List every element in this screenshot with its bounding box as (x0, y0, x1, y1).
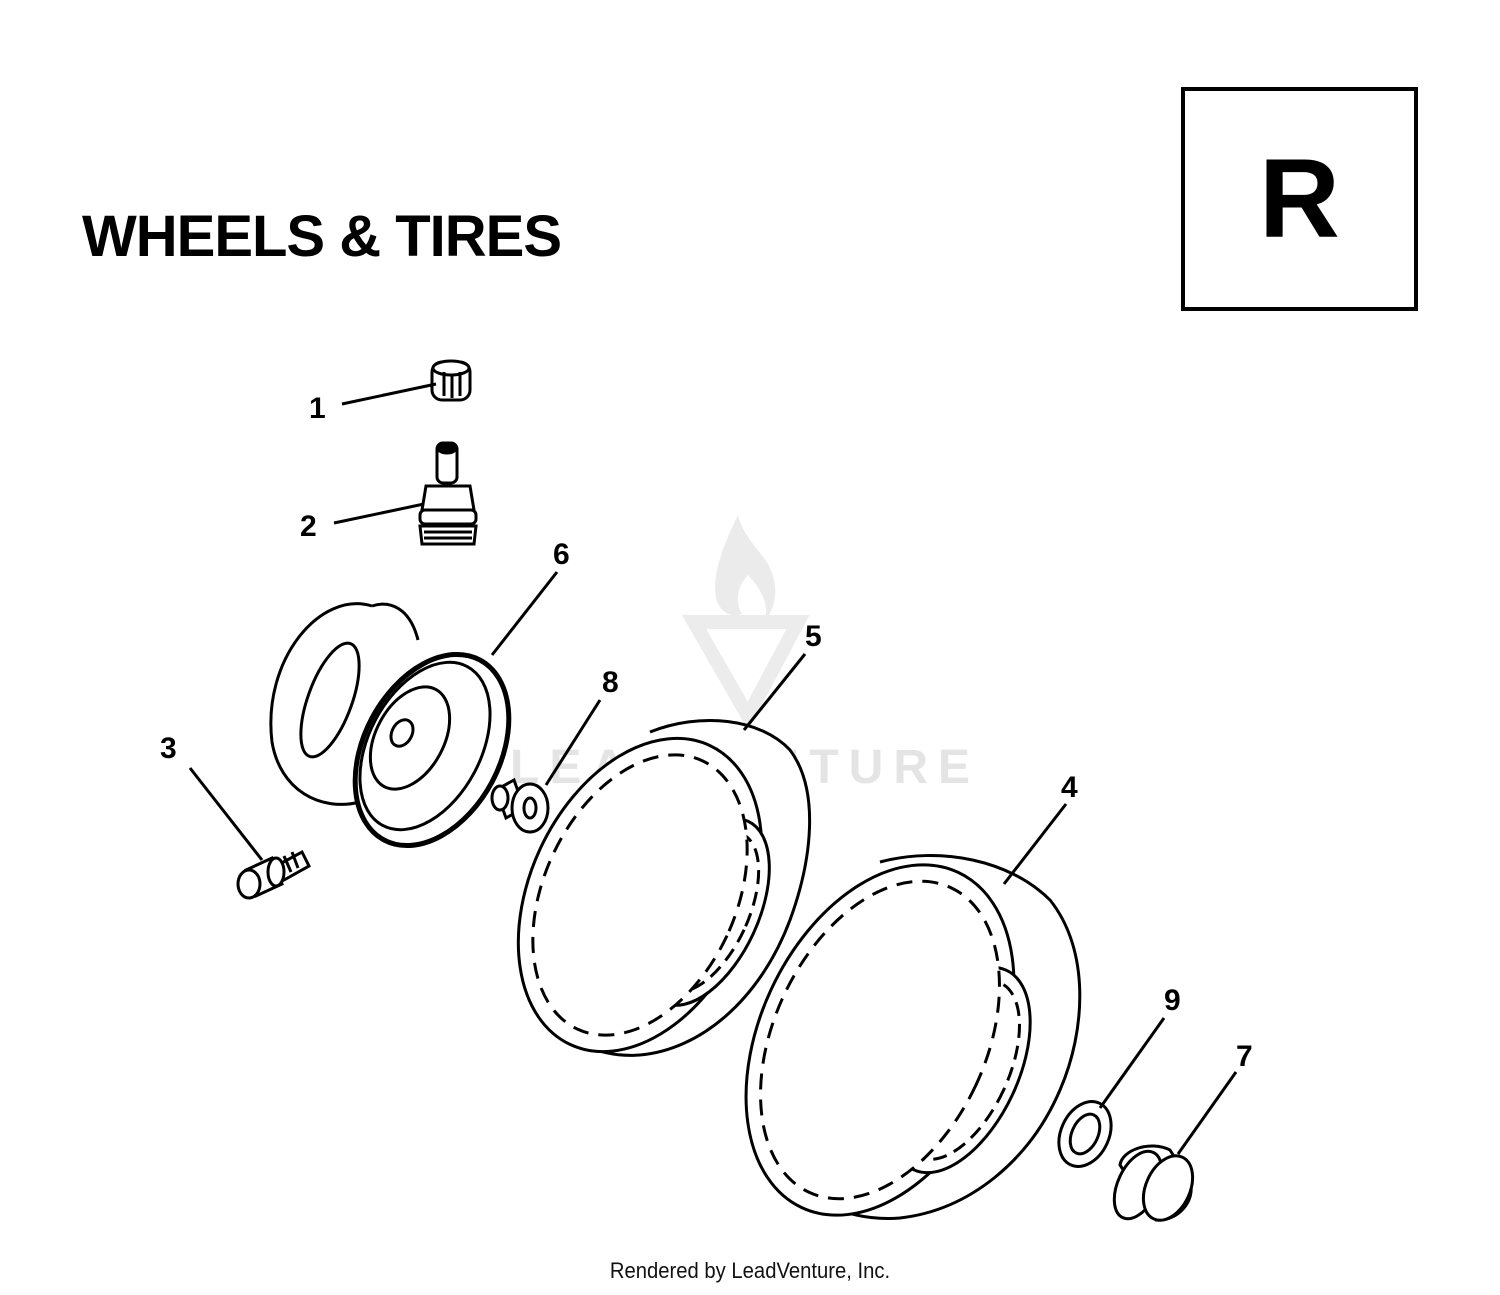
part-valve-cap (430, 359, 472, 402)
callout-4: 4 (1061, 771, 1078, 804)
callout-2: 2 (300, 510, 317, 543)
callout-5: 5 (805, 620, 822, 653)
part-bolt (236, 849, 311, 900)
callout-7: 7 (1236, 1040, 1253, 1073)
part-bushing (490, 777, 550, 834)
part-valve-stem (418, 441, 478, 546)
callout-9: 9 (1164, 984, 1181, 1017)
callout-1: 1 (309, 392, 326, 425)
callout-6: 6 (553, 538, 570, 571)
watermark-flame-icon (715, 515, 776, 622)
part-tire-front (516, 718, 812, 1057)
section-box: R (1181, 87, 1418, 311)
part-spacer (1112, 1144, 1195, 1222)
section-letter: R (1259, 136, 1340, 261)
watermark-v-icon (681, 615, 810, 731)
diagram-title: WHEELS & TIRES (82, 204, 562, 269)
part-wheel-rim (269, 602, 512, 849)
callout-8: 8 (602, 666, 619, 699)
callout-3: 3 (160, 732, 177, 765)
part-tire-rear (744, 854, 1082, 1220)
footer-credit: Rendered by LeadVenture, Inc. (609, 1258, 891, 1283)
leader-lines (188, 382, 1238, 1155)
part-washer (1057, 1100, 1113, 1168)
callouts: 1 2 3 4 5 6 7 8 9 (160, 392, 1253, 1073)
